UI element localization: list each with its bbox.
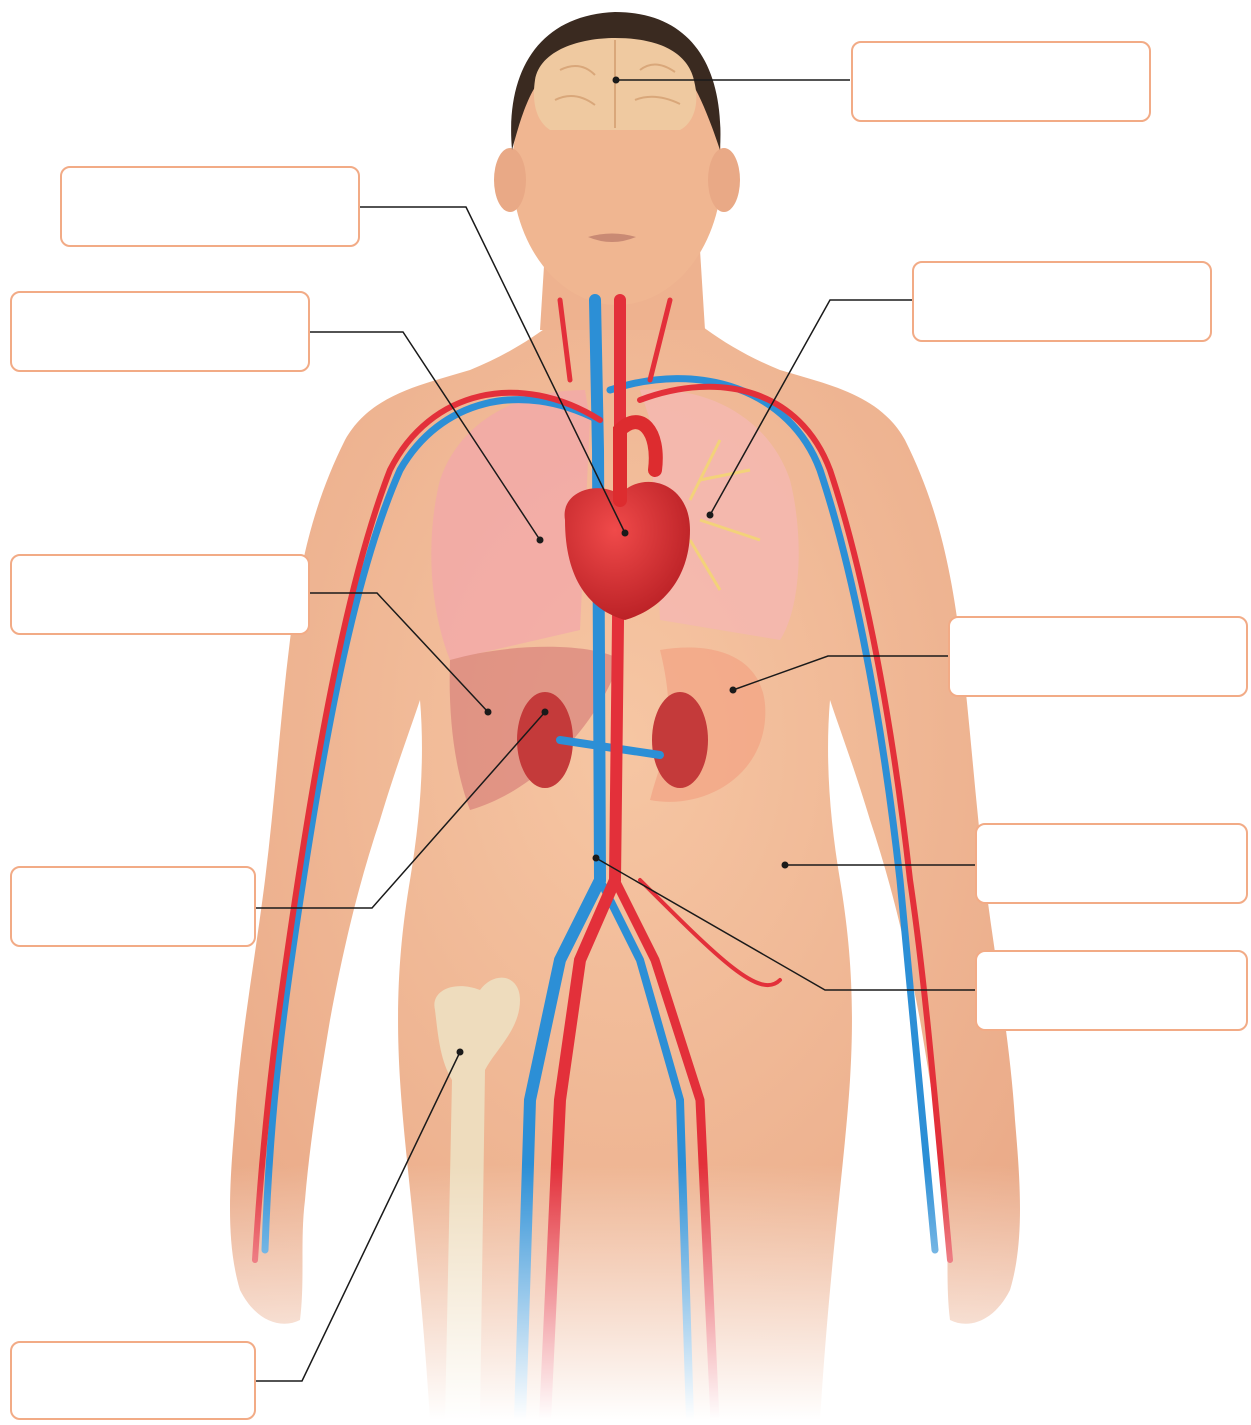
label-box-skin[interactable]: [975, 823, 1248, 904]
label-input-kidney[interactable]: [22, 893, 244, 921]
label-input-liver[interactable]: [25, 581, 295, 609]
label-input-aorta[interactable]: [988, 977, 1234, 1005]
label-input-lung-right[interactable]: [25, 318, 295, 346]
label-box-brain[interactable]: [851, 41, 1151, 122]
label-box-lung-left[interactable]: [912, 261, 1212, 342]
label-box-stomach[interactable]: [948, 616, 1248, 697]
label-input-brain[interactable]: [866, 68, 1136, 96]
label-input-lung-left[interactable]: [927, 288, 1197, 316]
label-box-heart[interactable]: [60, 166, 360, 247]
label-box-aorta[interactable]: [975, 950, 1248, 1031]
label-box-kidney[interactable]: [10, 866, 256, 947]
label-box-femur[interactable]: [10, 1341, 256, 1420]
label-input-heart[interactable]: [75, 193, 345, 221]
label-box-liver[interactable]: [10, 554, 310, 635]
label-input-skin[interactable]: [988, 850, 1234, 878]
label-input-femur[interactable]: [22, 1367, 244, 1395]
label-box-lung-right[interactable]: [10, 291, 310, 372]
label-input-stomach[interactable]: [963, 643, 1233, 671]
